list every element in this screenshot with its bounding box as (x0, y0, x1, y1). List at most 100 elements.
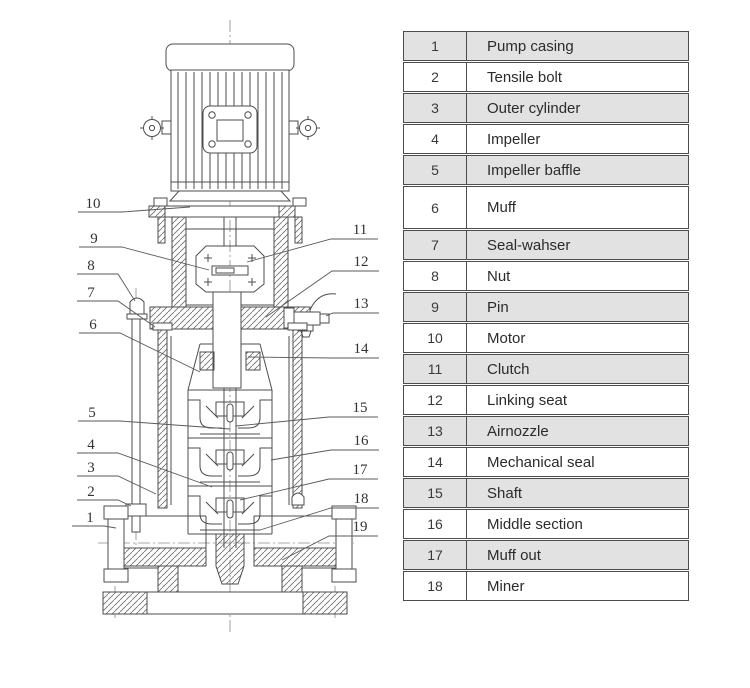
motor (140, 43, 320, 202)
part-number: 12 (404, 386, 467, 414)
parts-table: 1 Pump casing 2 Tensile bolt 3 Outer cyl… (403, 31, 689, 602)
base-foot-right (302, 591, 348, 615)
table-row: 16 Middle section (403, 509, 689, 539)
part-name: Miner (487, 577, 525, 595)
callout-2: 2 (77, 484, 132, 507)
pedestal-wall-left (157, 565, 179, 593)
part-name: Airnozzle (487, 422, 549, 440)
part-name: Pump casing (487, 37, 574, 55)
callout-14: 14 (247, 341, 379, 359)
callout-label: 10 (86, 196, 101, 212)
callouts: 10 9 8 7 6 5 4 3 (72, 196, 379, 561)
callout-7: 7 (77, 285, 156, 328)
lifting-eye-left (140, 116, 171, 140)
lantern-wall-right (273, 216, 289, 308)
impeller-stack (187, 343, 273, 548)
callout-label: 4 (87, 437, 95, 453)
part-number: 9 (404, 293, 467, 321)
clutch-bolt-marks (204, 254, 256, 286)
part-name: Impeller (487, 130, 541, 148)
pump-casing (102, 492, 357, 615)
table-row: 5 Impeller baffle (403, 155, 689, 185)
seat-flange (149, 291, 311, 389)
callout-18: 18 (259, 491, 379, 531)
callout-6: 6 (79, 317, 201, 373)
part-name: Motor (487, 329, 526, 347)
shaft-sleeve (212, 291, 242, 389)
motor-cap (165, 43, 295, 72)
part-number: 7 (404, 231, 467, 259)
part-number: 14 (404, 448, 467, 476)
part-number: 6 (404, 187, 467, 228)
part-number: 10 (404, 324, 467, 352)
table-row: 7 Seal-wahser (403, 230, 689, 260)
callout-label: 1 (86, 510, 94, 526)
callout-16: 16 (270, 433, 379, 461)
part-number: 18 (404, 572, 467, 600)
shaft (223, 388, 237, 548)
callout-12: 12 (265, 254, 379, 318)
tensile-bolt-nut-bottom (125, 503, 147, 517)
base-bolt-left (153, 197, 168, 244)
part-number: 13 (404, 417, 467, 445)
part-name: Seal-wahser (487, 236, 571, 254)
part-name: Tensile bolt (487, 68, 563, 86)
airnozzle-handle (309, 293, 337, 311)
part-name: Nut (487, 267, 511, 285)
callout-label: 6 (89, 317, 97, 333)
casing-stud (291, 492, 305, 506)
callout-9: 9 (79, 231, 210, 271)
table-row: 8 Nut (403, 261, 689, 291)
callout-13: 13 (325, 296, 379, 317)
clutch (195, 217, 265, 293)
table-row: 15 Shaft (403, 478, 689, 508)
callout-1: 1 (72, 510, 117, 529)
part-name: Linking seat (487, 391, 568, 409)
part-number: 2 (404, 63, 467, 91)
callout-5: 5 (78, 405, 231, 430)
pin-slot (211, 265, 249, 276)
tensile-bolt-nut-top (129, 297, 145, 315)
part-number: 3 (404, 94, 467, 122)
part-name: Muff (487, 199, 516, 216)
callout-label: 14 (354, 341, 370, 357)
callout-10: 10 (78, 196, 191, 213)
part-number: 5 (404, 156, 467, 184)
part-name: Clutch (487, 360, 530, 378)
base-bolt-right (292, 197, 307, 244)
part-number: 11 (404, 355, 467, 383)
lifting-eye-right (289, 116, 320, 140)
callout-label: 2 (87, 484, 95, 500)
callout-3: 3 (77, 460, 157, 495)
part-name: Shaft (487, 484, 523, 502)
table-row: 10 Motor (403, 323, 689, 353)
part-name: Pin (487, 298, 509, 316)
table-row: 6 Muff (403, 186, 689, 229)
part-number: 4 (404, 125, 467, 153)
base-foot-left (102, 591, 148, 615)
callout-label: 19 (353, 519, 368, 535)
part-name: Middle section (487, 515, 583, 533)
part-name: Muff out (487, 546, 541, 564)
motor-base-plate (148, 205, 296, 218)
table-row: 17 Muff out (403, 540, 689, 570)
part-number: 8 (404, 262, 467, 290)
part-number: 16 (404, 510, 467, 538)
pump-cross-section-diagram: 10 9 8 7 6 5 4 3 (72, 20, 379, 632)
callout-label: 17 (353, 462, 369, 478)
part-name: Outer cylinder (487, 99, 581, 117)
table-row: 3 Outer cylinder (403, 93, 689, 123)
callout-label: 5 (88, 405, 96, 421)
table-row: 2 Tensile bolt (403, 62, 689, 92)
shaft-hub (215, 533, 245, 585)
part-name: Mechanical seal (487, 453, 595, 471)
callout-label: 15 (353, 400, 368, 416)
callout-label: 12 (354, 254, 369, 270)
pump-drawing-svg: 10 9 8 7 6 5 4 3 (72, 20, 379, 632)
callout-label: 9 (90, 231, 98, 247)
mechanical-seal-right (245, 351, 261, 371)
callout-15: 15 (235, 400, 378, 427)
table-row: 14 Mechanical seal (403, 447, 689, 477)
callout-4: 4 (77, 437, 213, 488)
